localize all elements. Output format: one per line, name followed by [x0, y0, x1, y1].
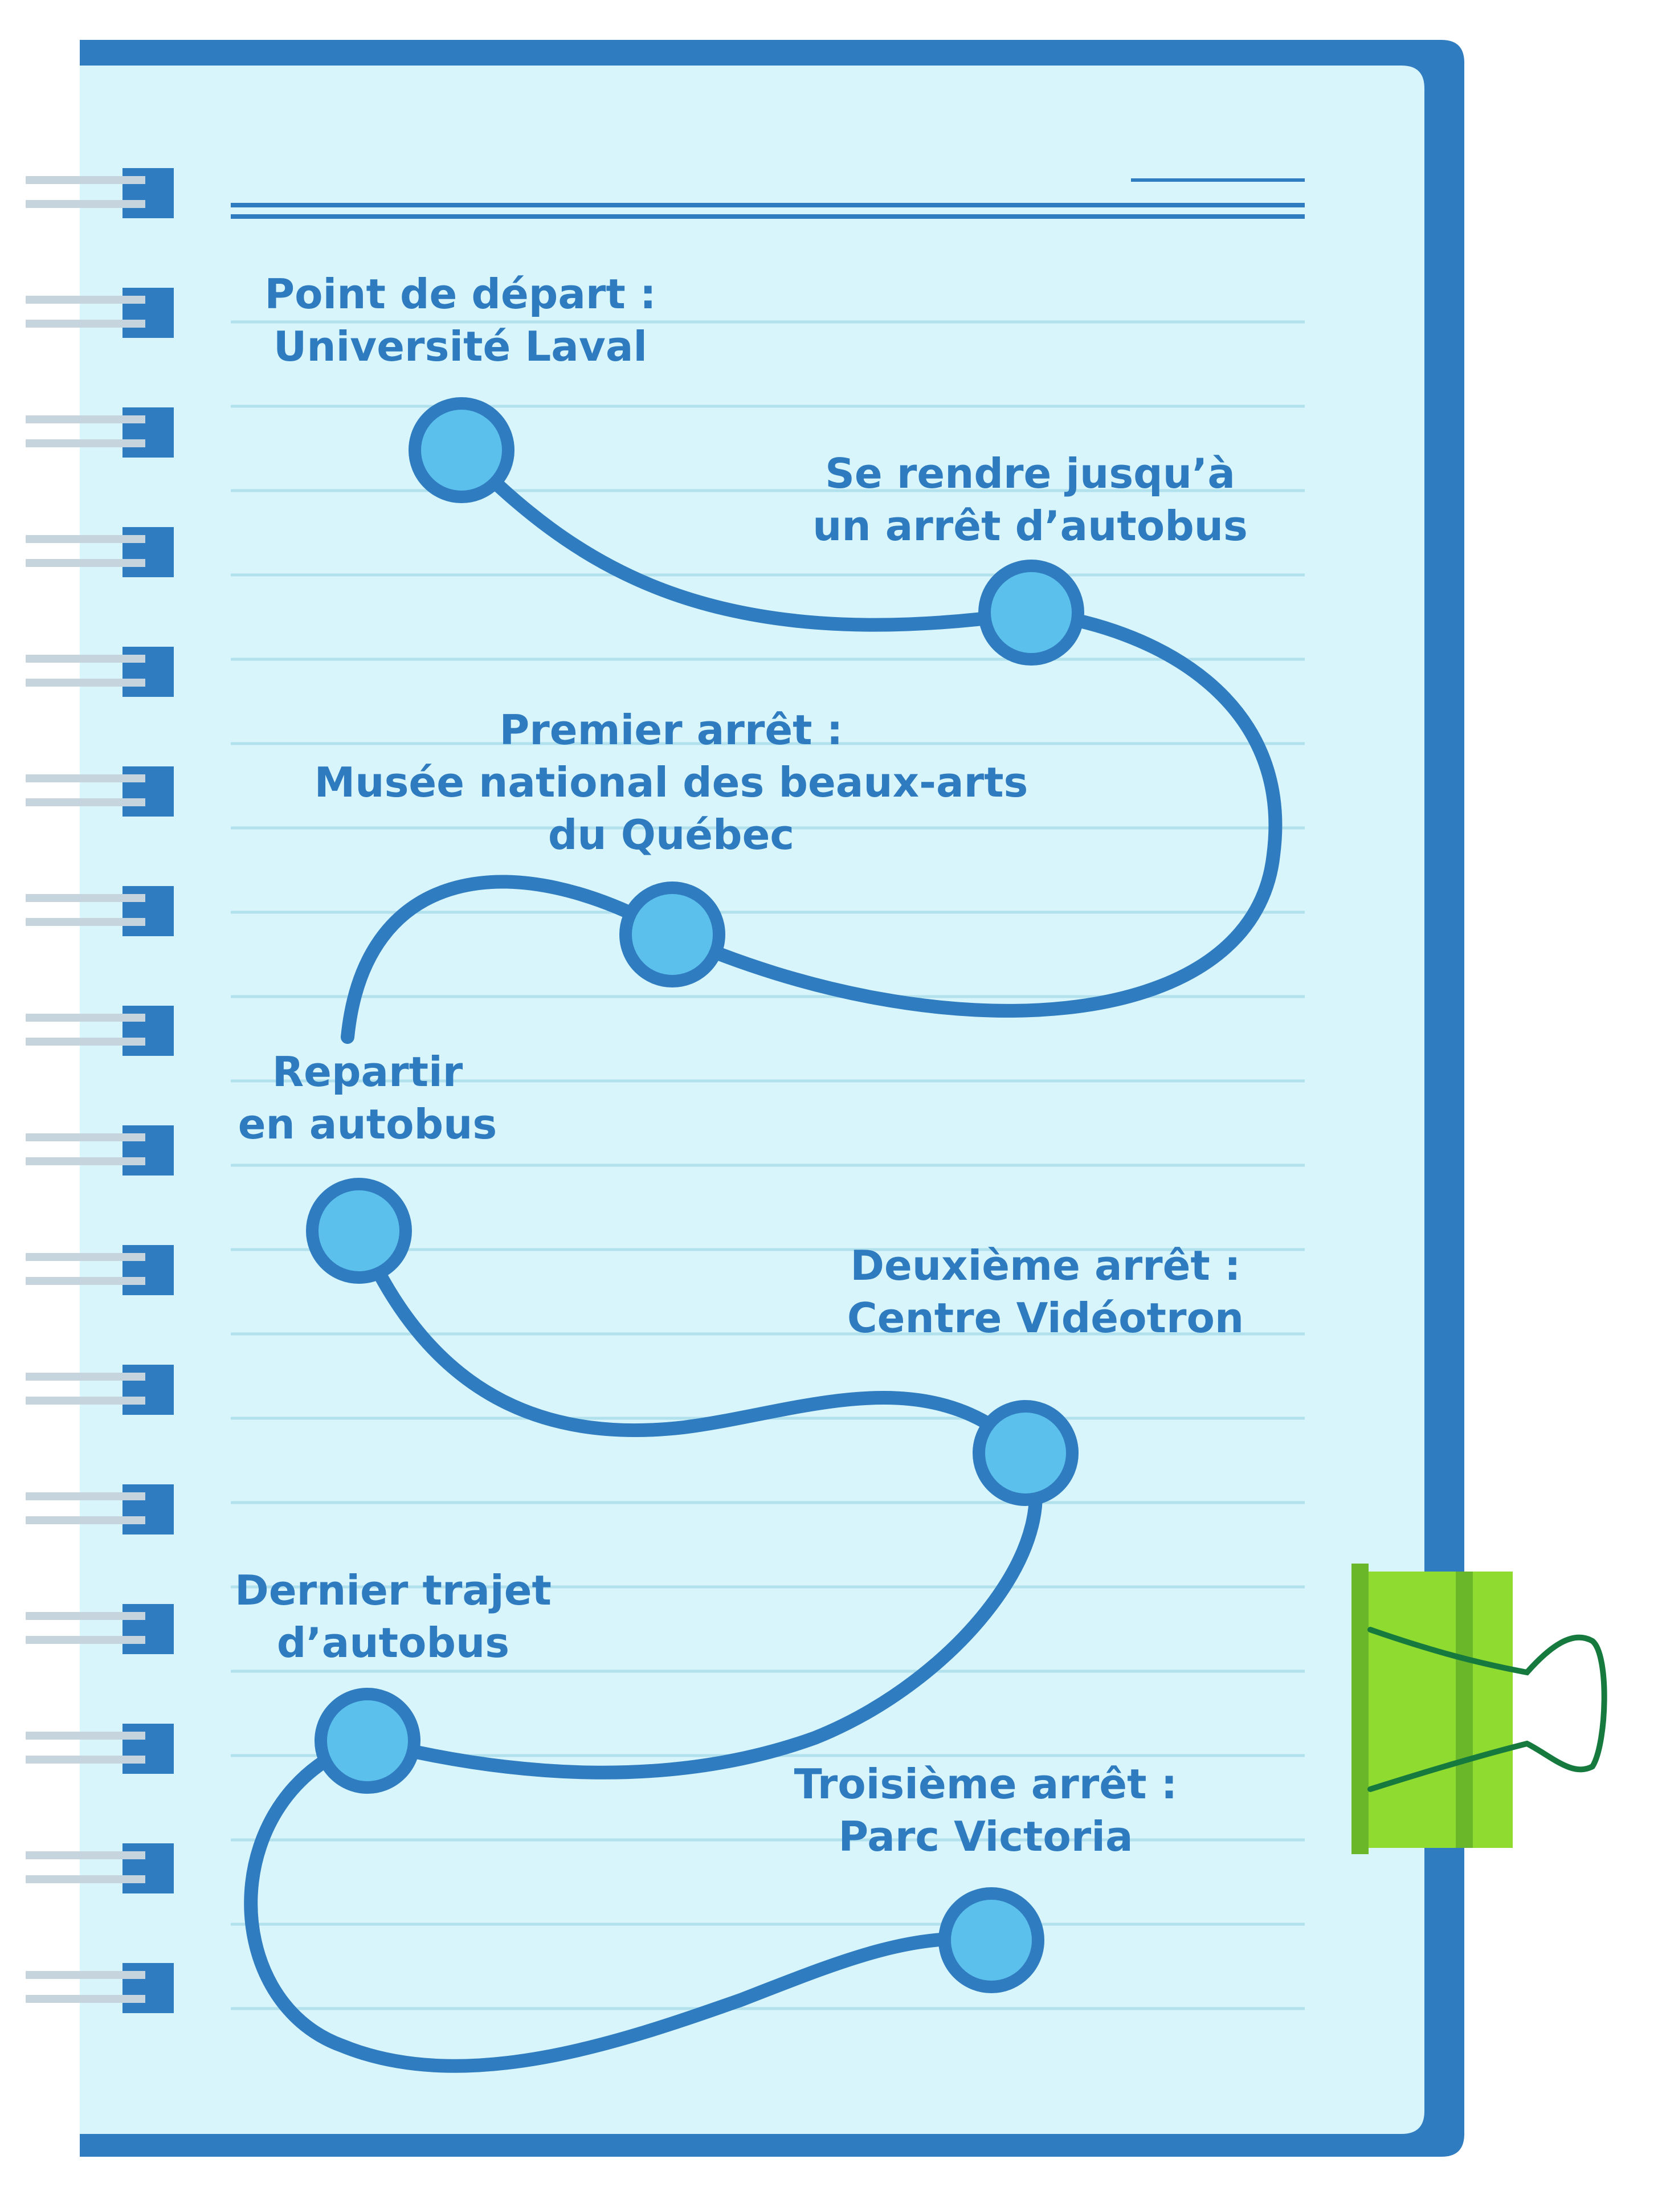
stop-node-deuxieme-arret — [973, 1400, 1079, 1506]
spiral-ring — [26, 407, 174, 458]
stop-node-arret-autobus — [978, 560, 1084, 666]
stop-label-depart: Point de départ : Université Laval — [62, 268, 859, 373]
spiral-ring — [26, 1365, 174, 1415]
route-path-2 — [244, 1224, 1043, 2073]
stop-label-line: Troisième arrêt : — [794, 1760, 1178, 1808]
spiral-ring — [26, 886, 174, 936]
binder-clip-icon — [1351, 1564, 1607, 1854]
stop-label-line: Deuxième arrêt : — [850, 1242, 1241, 1289]
stop-label-line: d’autobus — [276, 1619, 510, 1667]
spiral-ring — [26, 1125, 174, 1176]
stop-label-line: du Québec — [548, 811, 795, 859]
stop-node-premier-arret — [619, 881, 725, 987]
stop-label-line: Premier arrêt : — [499, 706, 843, 754]
stop-label-line: Musée national des beaux-arts — [314, 758, 1028, 806]
spiral-ring — [26, 1245, 174, 1295]
stop-node-dernier-trajet — [315, 1688, 420, 1794]
spiral-ring — [26, 1006, 174, 1056]
stop-label-line: Point de départ : — [264, 270, 656, 318]
spiral-binding — [26, 168, 174, 2013]
spiral-ring — [26, 1484, 174, 1534]
stop-label-troisieme-arret: Troisième arrêt : Parc Victoria — [587, 1758, 1385, 1863]
stop-label-line: en autobus — [238, 1100, 497, 1148]
stop-label-line: Repartir — [272, 1048, 463, 1096]
spiral-ring — [26, 527, 174, 577]
spiral-ring — [26, 288, 174, 338]
stop-nodes — [306, 397, 1084, 1993]
spiral-ring — [26, 647, 174, 697]
stop-node-repartir — [306, 1178, 412, 1284]
stop-label-line: Université Laval — [273, 323, 648, 370]
stop-label-line: Parc Victoria — [838, 1813, 1133, 1860]
stop-node-depart — [409, 397, 514, 503]
spiral-ring — [26, 766, 174, 817]
spiral-ring — [26, 1963, 174, 2013]
stop-label-line: un arrêt d’autobus — [812, 502, 1248, 550]
stop-label-line: Centre Vidéotron — [847, 1294, 1244, 1342]
stop-label-premier-arret: Premier arrêt :Musée national des beaux-… — [272, 704, 1070, 861]
spiral-ring — [26, 168, 174, 218]
spiral-ring — [26, 1604, 174, 1654]
stop-label-line: Se rendre jusqu’à — [825, 450, 1235, 497]
stop-label-deuxieme-arret: Deuxième arrêt : Centre Vidéotron — [647, 1239, 1444, 1344]
spiral-ring — [26, 1724, 174, 1774]
stop-label-line: Dernier trajet — [235, 1566, 552, 1614]
stop-label-arret-autobus: Se rendre jusqu’à un arrêt d’autobus — [631, 447, 1429, 552]
route-path — [341, 443, 1283, 1044]
spiral-ring — [26, 1843, 174, 1893]
notebook-page — [80, 66, 1424, 2134]
stop-label-dernier-trajet: Dernier trajet d’autobus — [0, 1564, 792, 1669]
stop-node-troisieme-arret — [938, 1887, 1044, 1993]
